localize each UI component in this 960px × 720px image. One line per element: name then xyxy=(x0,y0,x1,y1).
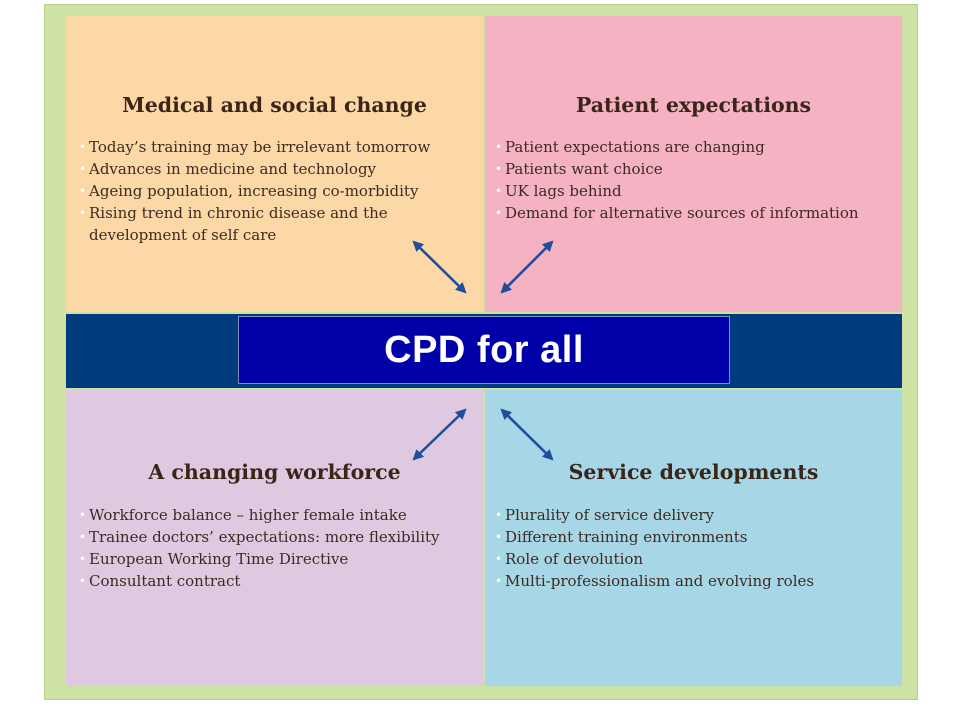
panel-medical-social-change: Medical and social change Today’s traini… xyxy=(66,16,483,312)
list-item: Patient expectations are changing xyxy=(495,136,895,158)
panel-title: Medical and social change xyxy=(122,93,427,117)
panel-service-developments: Service developments Plurality of servic… xyxy=(485,390,902,686)
list-item: Rising trend in chronic disease and the … xyxy=(79,202,474,246)
list-item: Today’s training may be irrelevant tomor… xyxy=(79,136,474,158)
list-item: Role of devolution xyxy=(495,548,895,570)
bullet-list: Patient expectations are changing Patien… xyxy=(495,136,895,224)
list-item: Ageing population, increasing co-morbidi… xyxy=(79,180,474,202)
list-item: European Working Time Directive xyxy=(79,548,479,570)
panel-patient-expectations: Patient expectations Patient expectation… xyxy=(485,16,902,312)
bullet-list: Workforce balance – higher female intake… xyxy=(79,504,479,592)
center-label: CPD for all xyxy=(384,328,584,371)
panel-title: Service developments xyxy=(568,460,819,484)
list-item: Consultant contract xyxy=(79,570,479,592)
panel-title: A changing workforce xyxy=(148,460,401,484)
panel-changing-workforce: A changing workforce Workforce balance –… xyxy=(66,390,483,686)
panel-title: Patient expectations xyxy=(575,93,812,117)
center-box: CPD for all xyxy=(238,316,730,384)
list-item: Trainee doctors’ expectations: more flex… xyxy=(79,526,479,548)
list-item: Workforce balance – higher female intake xyxy=(79,504,479,526)
list-item: Advances in medicine and technology xyxy=(79,158,474,180)
list-item: Patients want choice xyxy=(495,158,895,180)
list-item: Multi-professionalism and evolving roles xyxy=(495,570,895,592)
list-item: UK lags behind xyxy=(495,180,895,202)
bullet-list: Today’s training may be irrelevant tomor… xyxy=(79,136,474,246)
list-item: Plurality of service delivery xyxy=(495,504,895,526)
list-item: Different training environments xyxy=(495,526,895,548)
bullet-list: Plurality of service delivery Different … xyxy=(495,504,895,592)
list-item: Demand for alternative sources of inform… xyxy=(495,202,895,224)
